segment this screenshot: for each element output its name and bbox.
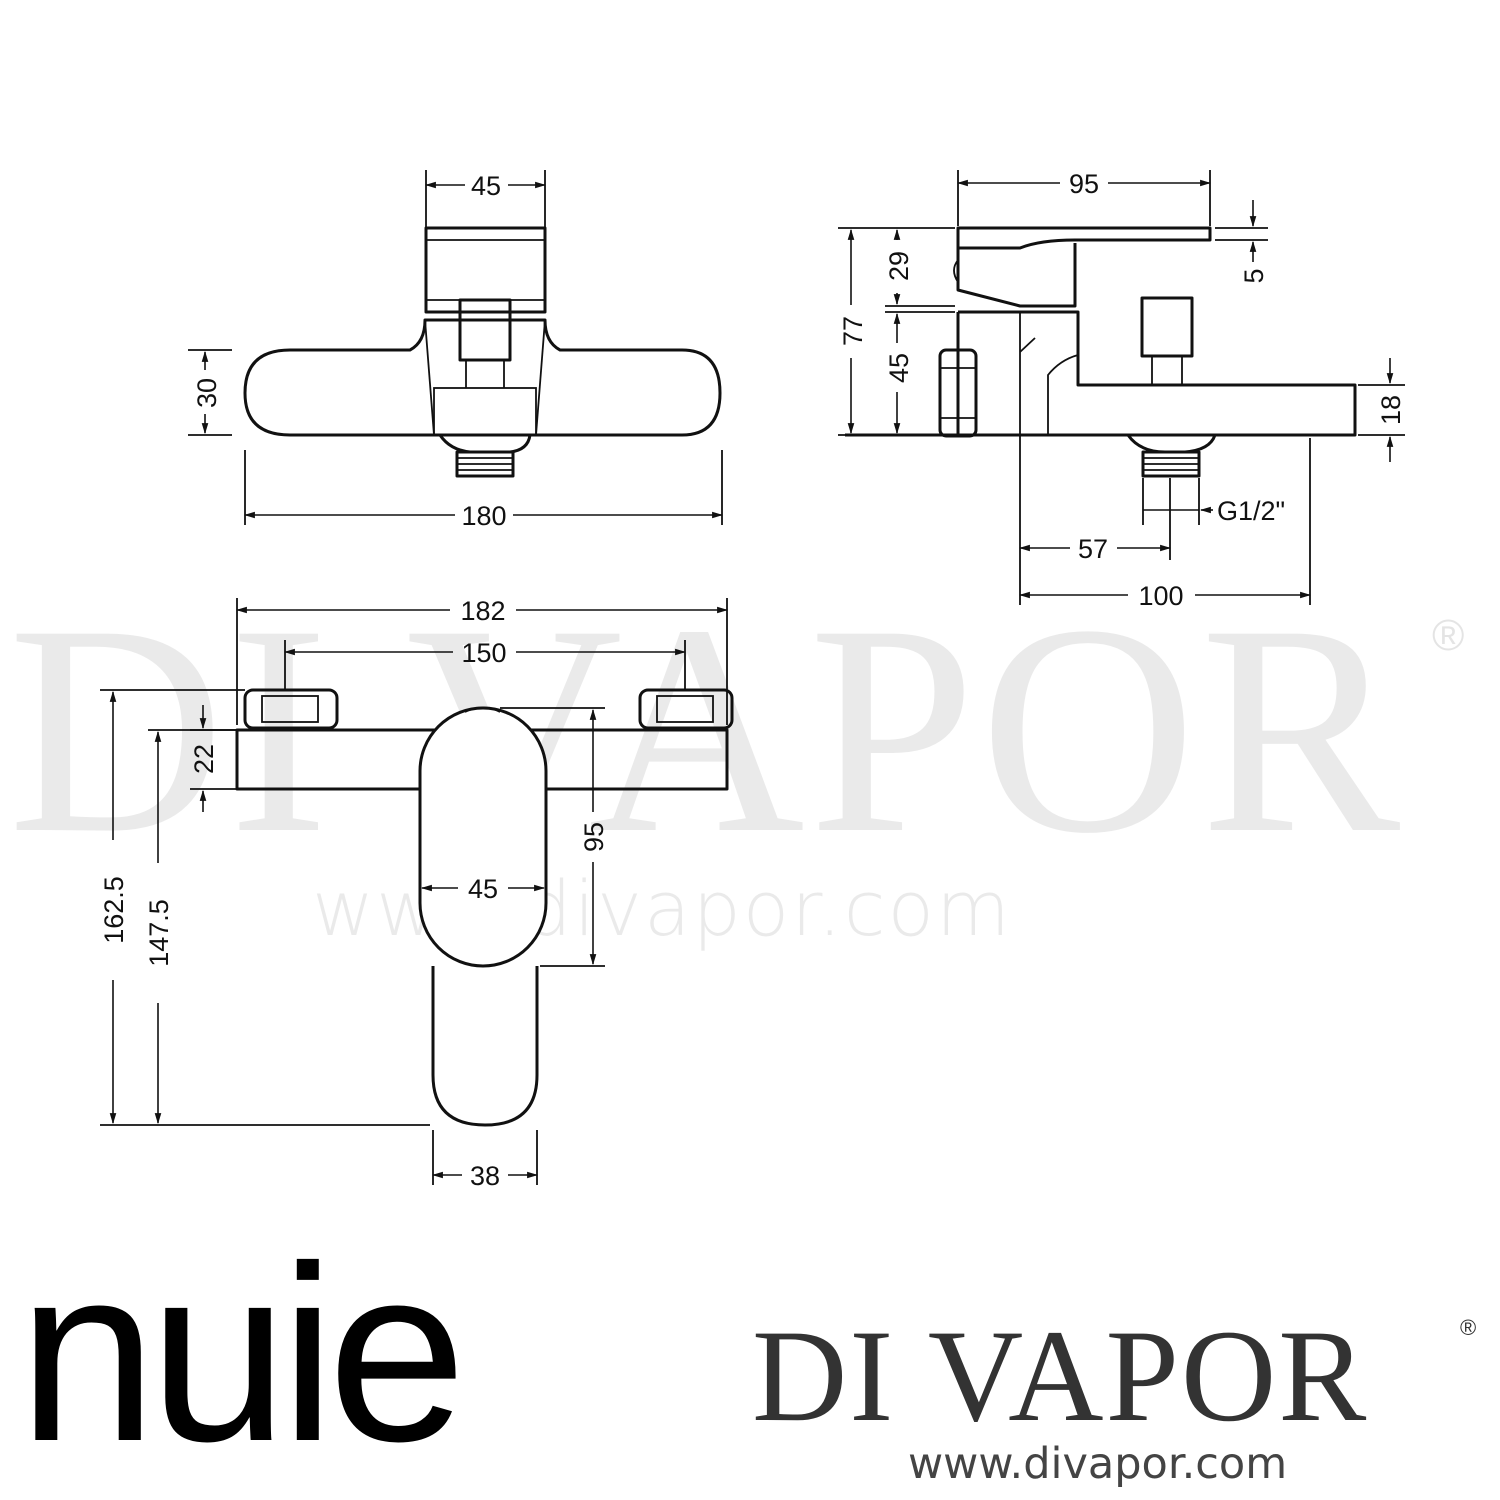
- dim-front-handle-tip-width: 38: [470, 1161, 500, 1191]
- dim-side-outlet-offset: 57: [1078, 534, 1108, 564]
- side-view: 95 5 77 29 45 18 G1/2": [838, 169, 1406, 611]
- top-handle-block: [424, 226, 547, 314]
- dim-side-spout-length: 95: [1069, 169, 1099, 199]
- dim-top-overall-width: 180: [461, 501, 506, 531]
- front-lower-handle: [431, 966, 539, 1127]
- divapor-url: www.divapor.com: [908, 1439, 1287, 1489]
- divapor-registered: ®: [1460, 1315, 1476, 1340]
- watermark-url: www.divapor.com: [312, 864, 1012, 953]
- nuie-logo: nuie: [18, 1214, 459, 1493]
- top-handle-stem: [458, 298, 512, 362]
- dim-side-handle-offset: 5: [1239, 268, 1269, 283]
- side-handle-lever: [956, 226, 1212, 250]
- side-diverter-knob: [1140, 296, 1194, 358]
- top-view: 45 30 180: [188, 170, 724, 531]
- dim-side-overall-height: 77: [838, 316, 868, 346]
- side-nut: [938, 348, 978, 438]
- front-view: 182 150 22 95 45 162.5 147.5: [99, 596, 734, 1191]
- dim-side-outlet-thread: G1/2": [1217, 496, 1285, 526]
- front-nut-left: [243, 688, 339, 730]
- top-outlet: [438, 434, 532, 454]
- dim-side-body-height: 45: [884, 353, 914, 383]
- dim-front-overall-width: 182: [460, 596, 505, 626]
- dim-top-handle-width: 45: [471, 171, 501, 201]
- top-body-outline: [243, 318, 722, 437]
- front-nut-right: [638, 688, 734, 730]
- front-handle-lever: [418, 706, 548, 968]
- dim-front-handle-width: 45: [468, 874, 498, 904]
- dim-front-total-height: 162.5: [99, 876, 129, 944]
- dim-front-handle-length: 95: [579, 822, 609, 852]
- side-handle-body: [956, 243, 1077, 308]
- side-outlet: [1126, 434, 1217, 454]
- dim-side-projection: 100: [1138, 581, 1183, 611]
- dim-front-centres: 150: [461, 638, 506, 668]
- dim-side-spout-height: 18: [1376, 395, 1406, 425]
- dim-front-inner-height: 147.5: [144, 899, 174, 967]
- dim-side-handle-height: 29: [884, 251, 914, 281]
- divapor-logo: DI VAPOR: [752, 1302, 1368, 1449]
- watermark-registered: ®: [1432, 611, 1464, 660]
- dim-front-bar-height: 22: [189, 744, 219, 774]
- side-body-outline: [845, 310, 1357, 437]
- logos: nuie DI VAPOR ® www.divapor.com: [18, 1214, 1476, 1493]
- watermark: DI VAPOR ® www.divapor.com: [8, 563, 1464, 953]
- dim-top-body-height: 30: [192, 378, 222, 408]
